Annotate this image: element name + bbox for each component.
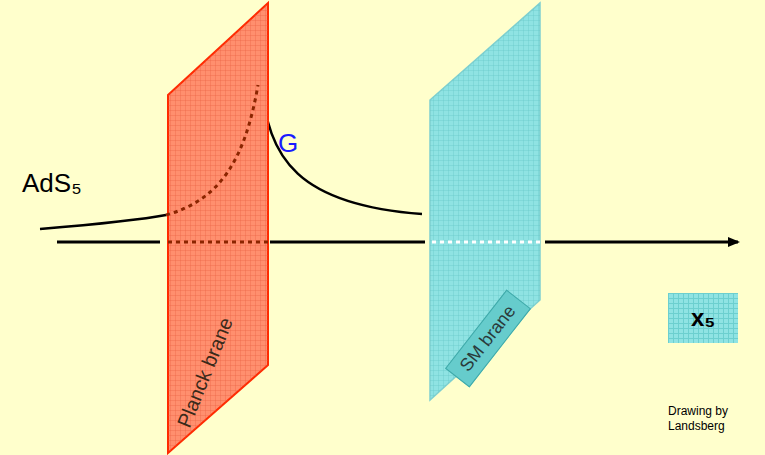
axis-line: [57, 241, 160, 244]
axis-arrow: [545, 241, 738, 244]
graviton-curve: [262, 80, 422, 214]
graviton-curve: [40, 215, 166, 229]
sm-brane: SM brane: [428, 0, 544, 410]
space-label: AdS₅: [22, 168, 82, 199]
planck-brane-shape: [165, 0, 271, 455]
axis-label: x₅: [691, 304, 715, 332]
graviton-label: G: [278, 128, 298, 159]
axis-line: [270, 241, 425, 244]
planck-brane: Planck brane: [165, 0, 271, 455]
credit-note: Drawing by Landsberg: [668, 404, 760, 434]
axis-label-box: x₅: [668, 293, 738, 343]
